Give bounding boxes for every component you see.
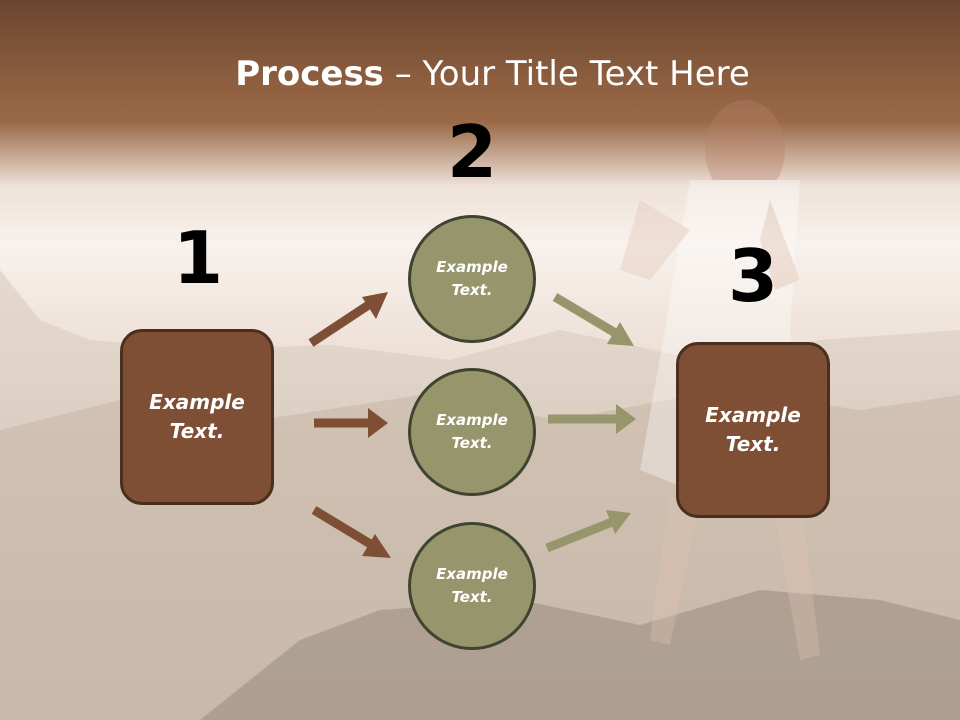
rock-foreground bbox=[200, 590, 960, 720]
arrow-circle-bottom-to-box3 bbox=[545, 510, 631, 553]
title-rest: – Your Title Text Here bbox=[383, 54, 750, 94]
step-number-3: 3 bbox=[727, 234, 779, 318]
step-number-1: 1 bbox=[172, 216, 224, 300]
step2-bottom-text: Example Text. bbox=[436, 565, 508, 606]
step1-box: Example Text. bbox=[120, 329, 274, 505]
step3-text: Example Text. bbox=[705, 403, 801, 456]
step2-mid-text: Example Text. bbox=[436, 411, 508, 452]
step2-top-text: Example Text. bbox=[436, 258, 508, 299]
step1-text: Example Text. bbox=[149, 390, 245, 443]
step2-circle-top: Example Text. bbox=[408, 215, 536, 343]
arrow-box1-to-circle-mid bbox=[314, 408, 388, 438]
arrow-box1-to-circle-bottom bbox=[311, 506, 391, 558]
title-bold: Process bbox=[235, 54, 384, 94]
arrow-box1-to-circle-top bbox=[308, 292, 388, 347]
arrow-circle-top-to-box3 bbox=[552, 293, 634, 346]
step-number-2: 2 bbox=[446, 110, 498, 194]
slide-title: Process – Your Title Text Here bbox=[0, 52, 960, 96]
step3-box: Example Text. bbox=[676, 342, 830, 518]
step2-circle-mid: Example Text. bbox=[408, 368, 536, 496]
step2-circle-bottom: Example Text. bbox=[408, 522, 536, 650]
arrow-circle-mid-to-box3 bbox=[548, 404, 636, 434]
